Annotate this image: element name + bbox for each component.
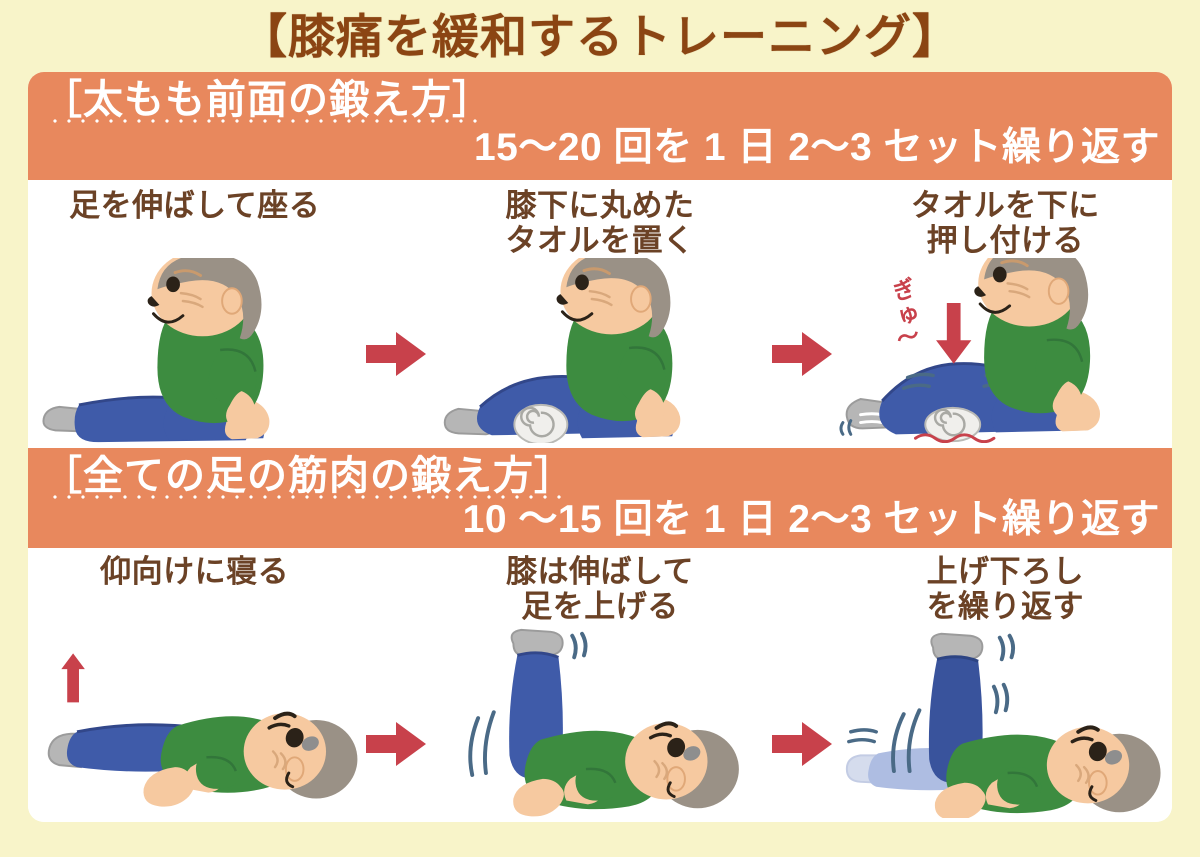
step-sitting-legs-extended: 足を伸ばして座る	[28, 180, 361, 448]
illustration-leg-raised-straight	[433, 628, 766, 818]
section-header-all-leg-muscles: ［全ての足の筋肉の鍛え方］ 10 〜15 回を 1 日 2〜3 セット繰り返す	[28, 448, 1172, 548]
arrow-step1-to-step2	[361, 180, 433, 448]
section-reps-thigh-front: 15〜20 回を 1 日 2〜3 セット繰り返す	[473, 125, 1160, 169]
step-caption-line1: 膝は伸ばして	[505, 554, 695, 589]
step-caption: 膝下に丸めた タオルを置く	[433, 188, 766, 258]
step-caption-line2: を繰り返す	[926, 589, 1085, 625]
step-caption: 上げ下ろし を繰り返す	[839, 554, 1172, 624]
step-caption: 膝は伸ばして 足を上げる	[433, 554, 766, 624]
step-towel-under-knee: 膝下に丸めた タオルを置く	[433, 180, 766, 448]
title-bar: 【膝痛を緩和するトレーニング】	[0, 4, 1200, 68]
section-title-all-leg-muscles-text: ［全ての足の筋肉の鍛え方］	[42, 454, 575, 498]
section-title-thigh-front: ［太もも前面の鍛え方］	[42, 78, 493, 124]
step-caption-line1: 足を伸ばして座る	[69, 188, 321, 223]
dotted-underline	[48, 118, 487, 123]
step-caption-line1: 上げ下ろし	[926, 554, 1085, 589]
illustration-leg-raise-lower-repeat	[839, 628, 1172, 818]
section-header-thigh-front: ［太もも前面の鍛え方］ 15〜20 回を 1 日 2〜3 セット繰り返す	[28, 72, 1172, 180]
step-leg-raise-lower-repeat: 上げ下ろし を繰り返す	[839, 548, 1172, 822]
steps-row-all-leg-muscles: 仰向けに寝る	[28, 548, 1172, 822]
illustration-sitting-legs-extended	[28, 258, 361, 443]
arrow-step2-to-step3	[767, 180, 839, 448]
step-caption: 足を伸ばして座る	[28, 188, 361, 223]
step-lying-supine: 仰向けに寝る	[28, 548, 361, 822]
arrow-step4-to-step5	[361, 548, 433, 822]
illustration-press-towel-down: ぎ ゅ 〜	[839, 258, 1172, 443]
step-caption-line2: 足を上げる	[521, 589, 679, 625]
step-caption-line1: タオルを下に	[910, 188, 1100, 223]
dotted-underline	[48, 494, 569, 499]
content-card: ［太もも前面の鍛え方］ 15〜20 回を 1 日 2〜3 セット繰り返す 足を伸…	[28, 72, 1172, 822]
illustration-towel-under-knee	[433, 258, 766, 443]
section-reps-all-leg-muscles: 10 〜15 回を 1 日 2〜3 セット繰り返す	[462, 497, 1160, 541]
svg-text:〜: 〜	[893, 322, 923, 353]
step-caption: タオルを下に 押し付ける	[839, 188, 1172, 258]
page-title: 【膝痛を緩和するトレーニング】	[240, 9, 960, 63]
step-leg-raised-straight: 膝は伸ばして 足を上げる	[433, 548, 766, 822]
step-caption-line1: 膝下に丸めた	[505, 188, 695, 223]
section-title-all-leg-muscles: ［全ての足の筋肉の鍛え方］	[42, 454, 575, 500]
section-title-thigh-front-text: ［太もも前面の鍛え方］	[42, 78, 493, 122]
illustration-lying-supine	[28, 628, 361, 818]
step-caption-line1: 仰向けに寝る	[100, 554, 290, 589]
step-caption-line2: タオルを置く	[505, 223, 695, 259]
steps-row-thigh-front: 足を伸ばして座る	[28, 180, 1172, 448]
step-press-towel-down: タオルを下に 押し付ける	[839, 180, 1172, 448]
step-caption-line2: 押し付ける	[926, 223, 1085, 259]
step-caption: 仰向けに寝る	[28, 554, 361, 589]
arrow-step5-to-step6	[767, 548, 839, 822]
